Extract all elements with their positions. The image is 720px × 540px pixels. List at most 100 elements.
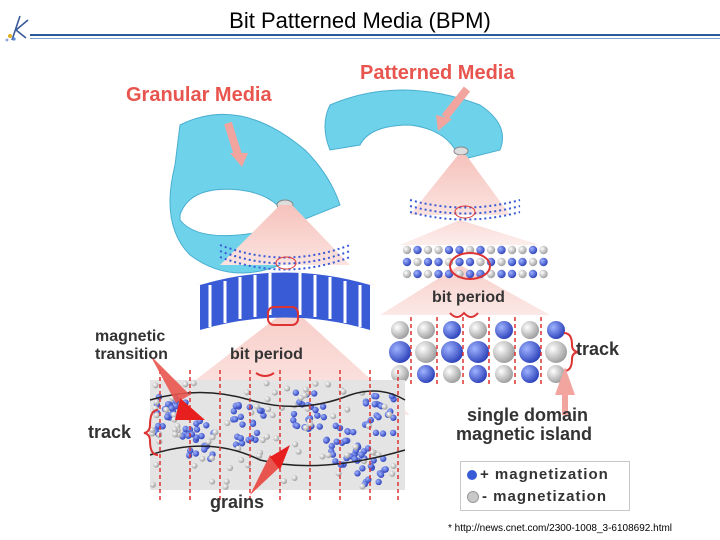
plus-island bbox=[164, 414, 170, 420]
plus-island bbox=[334, 438, 340, 444]
minus-island bbox=[390, 463, 396, 469]
minus-island bbox=[403, 246, 411, 254]
bit-period-left-label: bit period bbox=[230, 346, 303, 364]
grains-label: grains bbox=[210, 492, 264, 513]
minus-island bbox=[272, 390, 278, 396]
plus-island bbox=[359, 465, 365, 471]
source-note: * http://news.cnet.com/2300-1008_3-61086… bbox=[448, 523, 672, 534]
minus-island bbox=[303, 387, 309, 393]
minus-island bbox=[469, 321, 487, 339]
plus-island bbox=[373, 430, 379, 436]
plus-island bbox=[358, 452, 364, 458]
magnetization-legend: + magnetization - magnetization bbox=[460, 461, 630, 511]
plus-island bbox=[194, 426, 200, 432]
minus-island bbox=[265, 406, 271, 412]
plus-island bbox=[193, 450, 199, 456]
minus-island bbox=[238, 457, 244, 463]
minus-island bbox=[417, 321, 435, 339]
minus-island bbox=[539, 270, 547, 278]
plus-island bbox=[529, 246, 537, 254]
minus-island bbox=[313, 381, 319, 387]
minus-island bbox=[163, 407, 169, 413]
minus-island bbox=[330, 413, 336, 419]
minus-island bbox=[443, 365, 461, 383]
plus-island bbox=[413, 270, 421, 278]
single-domain-label-1: single domain bbox=[467, 405, 588, 426]
plus-island bbox=[375, 479, 381, 485]
plus-island bbox=[469, 365, 487, 383]
minus-island bbox=[487, 246, 495, 254]
plus-island bbox=[354, 470, 360, 476]
minus-island bbox=[206, 439, 212, 445]
minus-island bbox=[292, 475, 298, 481]
minus-dot-icon bbox=[467, 491, 479, 503]
plus-island bbox=[443, 321, 461, 339]
minus-island bbox=[495, 365, 513, 383]
patterned-media-label: Patterned Media bbox=[360, 62, 514, 85]
magnetic-transition-label-2: transition bbox=[95, 346, 168, 364]
minus-island bbox=[227, 465, 233, 471]
plus-dot-icon bbox=[467, 470, 477, 480]
plus-island bbox=[467, 341, 489, 363]
minus-island bbox=[493, 341, 515, 363]
minus-island bbox=[521, 321, 539, 339]
plus-island bbox=[291, 411, 297, 417]
minus-island bbox=[182, 381, 188, 387]
plus-island bbox=[368, 463, 374, 469]
minus-island bbox=[296, 449, 302, 455]
minus-island bbox=[415, 341, 437, 363]
minus-island bbox=[545, 341, 567, 363]
plus-island bbox=[518, 258, 526, 266]
plus-island bbox=[235, 402, 241, 408]
plus-island bbox=[350, 429, 356, 435]
minus-island bbox=[344, 452, 350, 458]
plus-island bbox=[508, 258, 516, 266]
minus-island bbox=[340, 389, 346, 395]
minus-island bbox=[264, 380, 270, 386]
plus-island bbox=[441, 341, 463, 363]
minus-island bbox=[382, 404, 388, 410]
minus-island bbox=[260, 437, 266, 443]
plus-island bbox=[466, 270, 474, 278]
bpm-diagram bbox=[80, 55, 640, 515]
track-left-label: track bbox=[88, 422, 131, 443]
minus-island bbox=[172, 431, 178, 437]
plus-island bbox=[529, 270, 537, 278]
plus-island bbox=[508, 270, 516, 278]
plus-island bbox=[248, 435, 254, 441]
minus-island bbox=[273, 435, 279, 441]
minus-island bbox=[153, 382, 159, 388]
plus-island bbox=[413, 246, 421, 254]
plus-island bbox=[434, 270, 442, 278]
minus-island bbox=[224, 420, 230, 426]
plus-island bbox=[547, 321, 565, 339]
title-rule bbox=[30, 34, 720, 36]
minus-island bbox=[284, 385, 290, 391]
plus-island bbox=[254, 430, 260, 436]
minus-island bbox=[154, 399, 160, 405]
plus-island bbox=[519, 341, 541, 363]
minus-island bbox=[199, 456, 205, 462]
plus-island bbox=[323, 437, 329, 443]
minus-island bbox=[281, 478, 287, 484]
bit-period-right-label: bit period bbox=[432, 289, 505, 307]
minus-island bbox=[413, 258, 421, 266]
plus-island bbox=[333, 423, 339, 429]
minus-island bbox=[391, 321, 409, 339]
minus-island bbox=[325, 452, 331, 458]
plus-island bbox=[238, 435, 244, 441]
minus-island bbox=[150, 482, 156, 488]
plus-island bbox=[466, 258, 474, 266]
minus-island bbox=[156, 432, 162, 438]
minus-island bbox=[508, 246, 516, 254]
legend-plus-row: + magnetization bbox=[467, 466, 609, 483]
plus-island bbox=[390, 430, 396, 436]
plus-island bbox=[312, 407, 318, 413]
plus-island bbox=[424, 258, 432, 266]
minus-island bbox=[529, 258, 537, 266]
title-rule-thin bbox=[30, 38, 720, 39]
granular-media-label: Granular Media bbox=[126, 84, 272, 107]
minus-island bbox=[319, 454, 325, 460]
plus-island bbox=[417, 365, 435, 383]
minus-island bbox=[403, 270, 411, 278]
